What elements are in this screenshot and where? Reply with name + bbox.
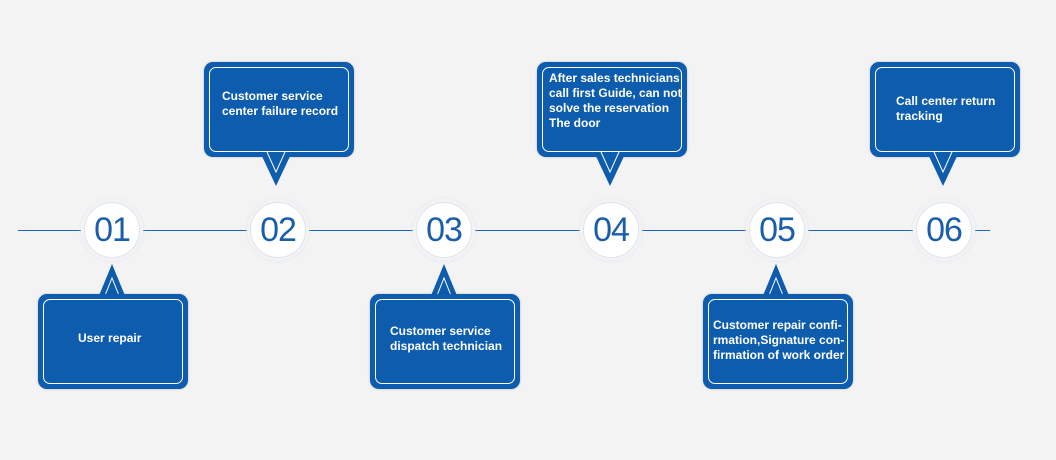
step-number-04: 04	[593, 210, 630, 249]
callout-text-01: User repair	[78, 331, 142, 345]
callout-border-04	[542, 67, 682, 152]
callout-box-01: User repair	[38, 294, 188, 389]
callout-border-01	[43, 299, 183, 384]
callout-pointer-01	[98, 264, 126, 299]
timeline-line	[18, 230, 990, 231]
step-number-06: 06	[926, 210, 963, 249]
callout-border-06	[875, 67, 1015, 152]
step-number-05: 05	[759, 210, 796, 249]
callout-border-03	[375, 299, 515, 384]
callout-pointer-04	[594, 151, 626, 186]
step-number-02: 02	[260, 210, 297, 249]
callout-border-02	[209, 67, 349, 152]
callout-box-02: Customer service center failure record	[204, 62, 354, 157]
step-number-03: 03	[426, 210, 463, 249]
callout-pointer-06	[927, 151, 959, 186]
callout-box-03: Customer service dispatch technician	[370, 294, 520, 389]
callout-text-03: Customer service dispatch technician	[390, 324, 503, 353]
callout-box-06: Call center return tracking	[870, 62, 1020, 157]
callout-box-05: Customer repair confi- rmation,Signature…	[703, 294, 853, 389]
callout-text-06: Call center return tracking	[896, 94, 996, 123]
step-circle-02: 02	[250, 202, 306, 258]
step-circle-05: 05	[749, 202, 805, 258]
callout-pointer-05	[762, 264, 790, 299]
step-circle-01: 01	[84, 202, 140, 258]
callout-box-04: After sales technicians call first Guide…	[537, 62, 687, 157]
callout-text-05: Customer repair confi- rmation,Signature…	[713, 318, 845, 362]
callout-pointer-02	[260, 151, 292, 186]
step-number-01: 01	[94, 210, 131, 249]
step-circle-03: 03	[416, 202, 472, 258]
callout-text-02: Customer service center failure record	[222, 89, 339, 118]
step-circle-04: 04	[583, 202, 639, 258]
callout-text-04: After sales technicians call first Guide…	[549, 71, 682, 130]
callout-pointer-03	[430, 264, 458, 299]
step-circle-06: 06	[916, 202, 972, 258]
callout-border-05	[708, 299, 848, 384]
